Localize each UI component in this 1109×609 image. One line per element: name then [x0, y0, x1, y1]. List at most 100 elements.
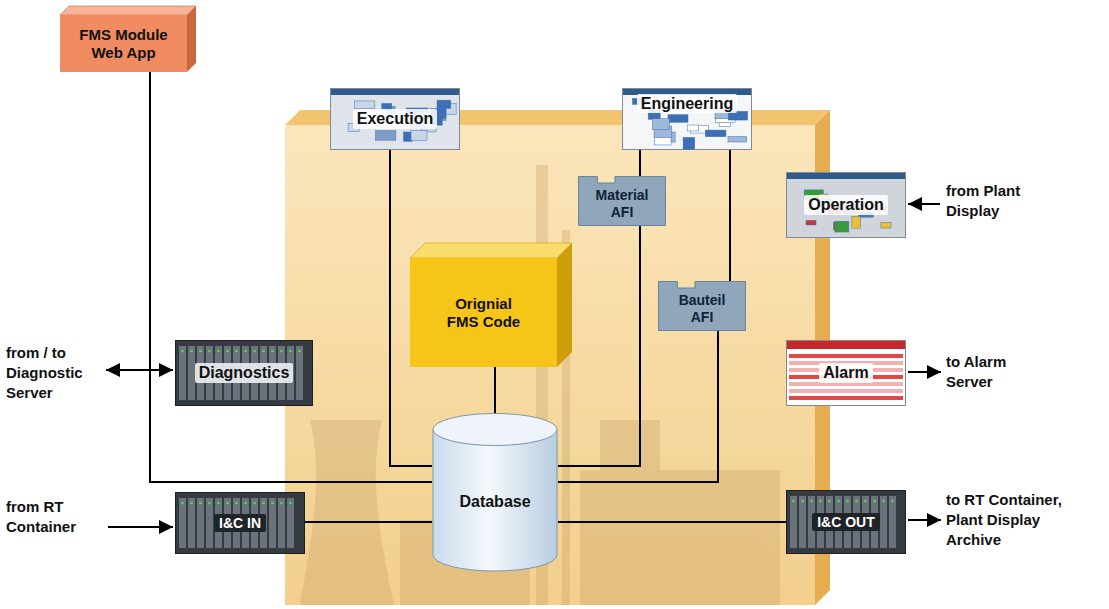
- node-label: Alarm: [819, 363, 872, 382]
- text-area: I&C IN: [175, 492, 305, 554]
- rack-frame: [176, 341, 313, 406]
- text-area: Database: [432, 443, 558, 561]
- interface-tab: Material AFI: [578, 176, 666, 226]
- alarm-row: [789, 396, 903, 400]
- status-led: [244, 502, 247, 505]
- box-side: [557, 243, 572, 367]
- code-box: Orignial FMS Code: [410, 243, 572, 367]
- output-arrow: [908, 371, 941, 373]
- status-led: [855, 500, 858, 503]
- status-led: [181, 350, 184, 353]
- box-front: [60, 15, 187, 72]
- text-area: Diagnostics: [175, 340, 313, 406]
- connector-line: [558, 331, 718, 482]
- input-arrow: [108, 526, 173, 528]
- screen-header: [787, 173, 905, 179]
- screen-widget: [705, 130, 726, 137]
- rack-module: [206, 498, 213, 548]
- status-led: [235, 502, 238, 505]
- rack-module: [278, 498, 285, 548]
- screen-widget: [852, 216, 860, 228]
- rack-module: [197, 498, 204, 548]
- alarm-header: [787, 341, 905, 349]
- text-area: FMS Module Web App: [60, 15, 187, 72]
- rack-module: [188, 498, 195, 548]
- status-led: [190, 350, 193, 353]
- tab-shape: [579, 177, 666, 226]
- node-label: I&C OUT: [812, 513, 880, 532]
- io-label: from / to Diagnostic Server: [6, 343, 102, 403]
- screen-widget: [881, 223, 891, 228]
- screen-widget: [806, 220, 816, 225]
- io-label: to RT Container, Plant Display Archive: [946, 490, 1062, 550]
- connector-line: [729, 150, 731, 281]
- bidirectional-arrow: [106, 369, 173, 371]
- screen-widget: [835, 221, 849, 232]
- status-led: [819, 500, 822, 503]
- screen-widget: [354, 101, 374, 109]
- app-box: FMS Module Web App: [60, 6, 196, 72]
- screen-background: [623, 89, 752, 150]
- alarm-row: [789, 389, 903, 393]
- status-led: [226, 350, 229, 353]
- alarm-background: [787, 341, 906, 406]
- text-area: Material AFI: [578, 182, 666, 226]
- cylinder-top: [433, 414, 557, 446]
- status-led: [181, 502, 184, 505]
- status-led: [235, 350, 238, 353]
- rack-module: [269, 498, 276, 548]
- io-label: to Alarm Server: [946, 352, 1046, 392]
- node-label: FMS Module Web App: [72, 26, 176, 62]
- screen-box: Execution: [330, 88, 460, 150]
- screen-widget: [652, 119, 669, 130]
- node-label: Material AFI: [586, 187, 658, 221]
- status-led: [208, 350, 211, 353]
- box-side: [187, 6, 196, 72]
- status-led: [846, 500, 849, 503]
- screen-box: Operation: [786, 172, 906, 238]
- status-led: [208, 502, 211, 505]
- connector-line: [558, 226, 640, 466]
- rack-module: [179, 498, 186, 548]
- status-led: [801, 500, 804, 503]
- rack-module: [880, 496, 887, 548]
- cooling-tower: [300, 420, 394, 605]
- screen-background: [331, 89, 460, 150]
- io-label: from Plant Display: [946, 181, 1046, 221]
- connector-line: [150, 72, 432, 482]
- text-area: Alarm: [786, 340, 906, 406]
- status-led: [864, 500, 867, 503]
- node-label: I&C IN: [214, 514, 266, 533]
- tab-shape: [659, 282, 746, 331]
- cylinder-body: [433, 429, 557, 571]
- screen-widget: [411, 131, 427, 141]
- screen-widget: [683, 137, 695, 149]
- node-label: Engineering: [637, 94, 737, 113]
- rack-module: [188, 346, 195, 400]
- database-cylinder: Database: [432, 413, 558, 571]
- status-led: [891, 500, 894, 503]
- rack-module: [179, 346, 186, 400]
- alarm-row: [789, 354, 903, 358]
- status-led: [226, 502, 229, 505]
- status-led: [810, 500, 813, 503]
- box-top: [60, 6, 196, 15]
- screen-header: [331, 89, 459, 95]
- alarm-row: [789, 382, 903, 386]
- status-led: [280, 502, 283, 505]
- status-led: [253, 502, 256, 505]
- connector-line: [558, 521, 786, 523]
- status-led: [262, 350, 265, 353]
- box-top: [410, 243, 572, 258]
- screen-widget: [375, 131, 395, 141]
- node-shape: [432, 413, 558, 571]
- screen-widget: [668, 115, 688, 123]
- status-led: [244, 350, 247, 353]
- plant-building: [580, 470, 780, 605]
- screen-widget: [437, 100, 451, 108]
- text-area: Operation: [786, 172, 906, 238]
- text-area: Orignial FMS Code: [410, 258, 557, 367]
- rack-module: [296, 346, 303, 400]
- connector-line: [639, 150, 641, 176]
